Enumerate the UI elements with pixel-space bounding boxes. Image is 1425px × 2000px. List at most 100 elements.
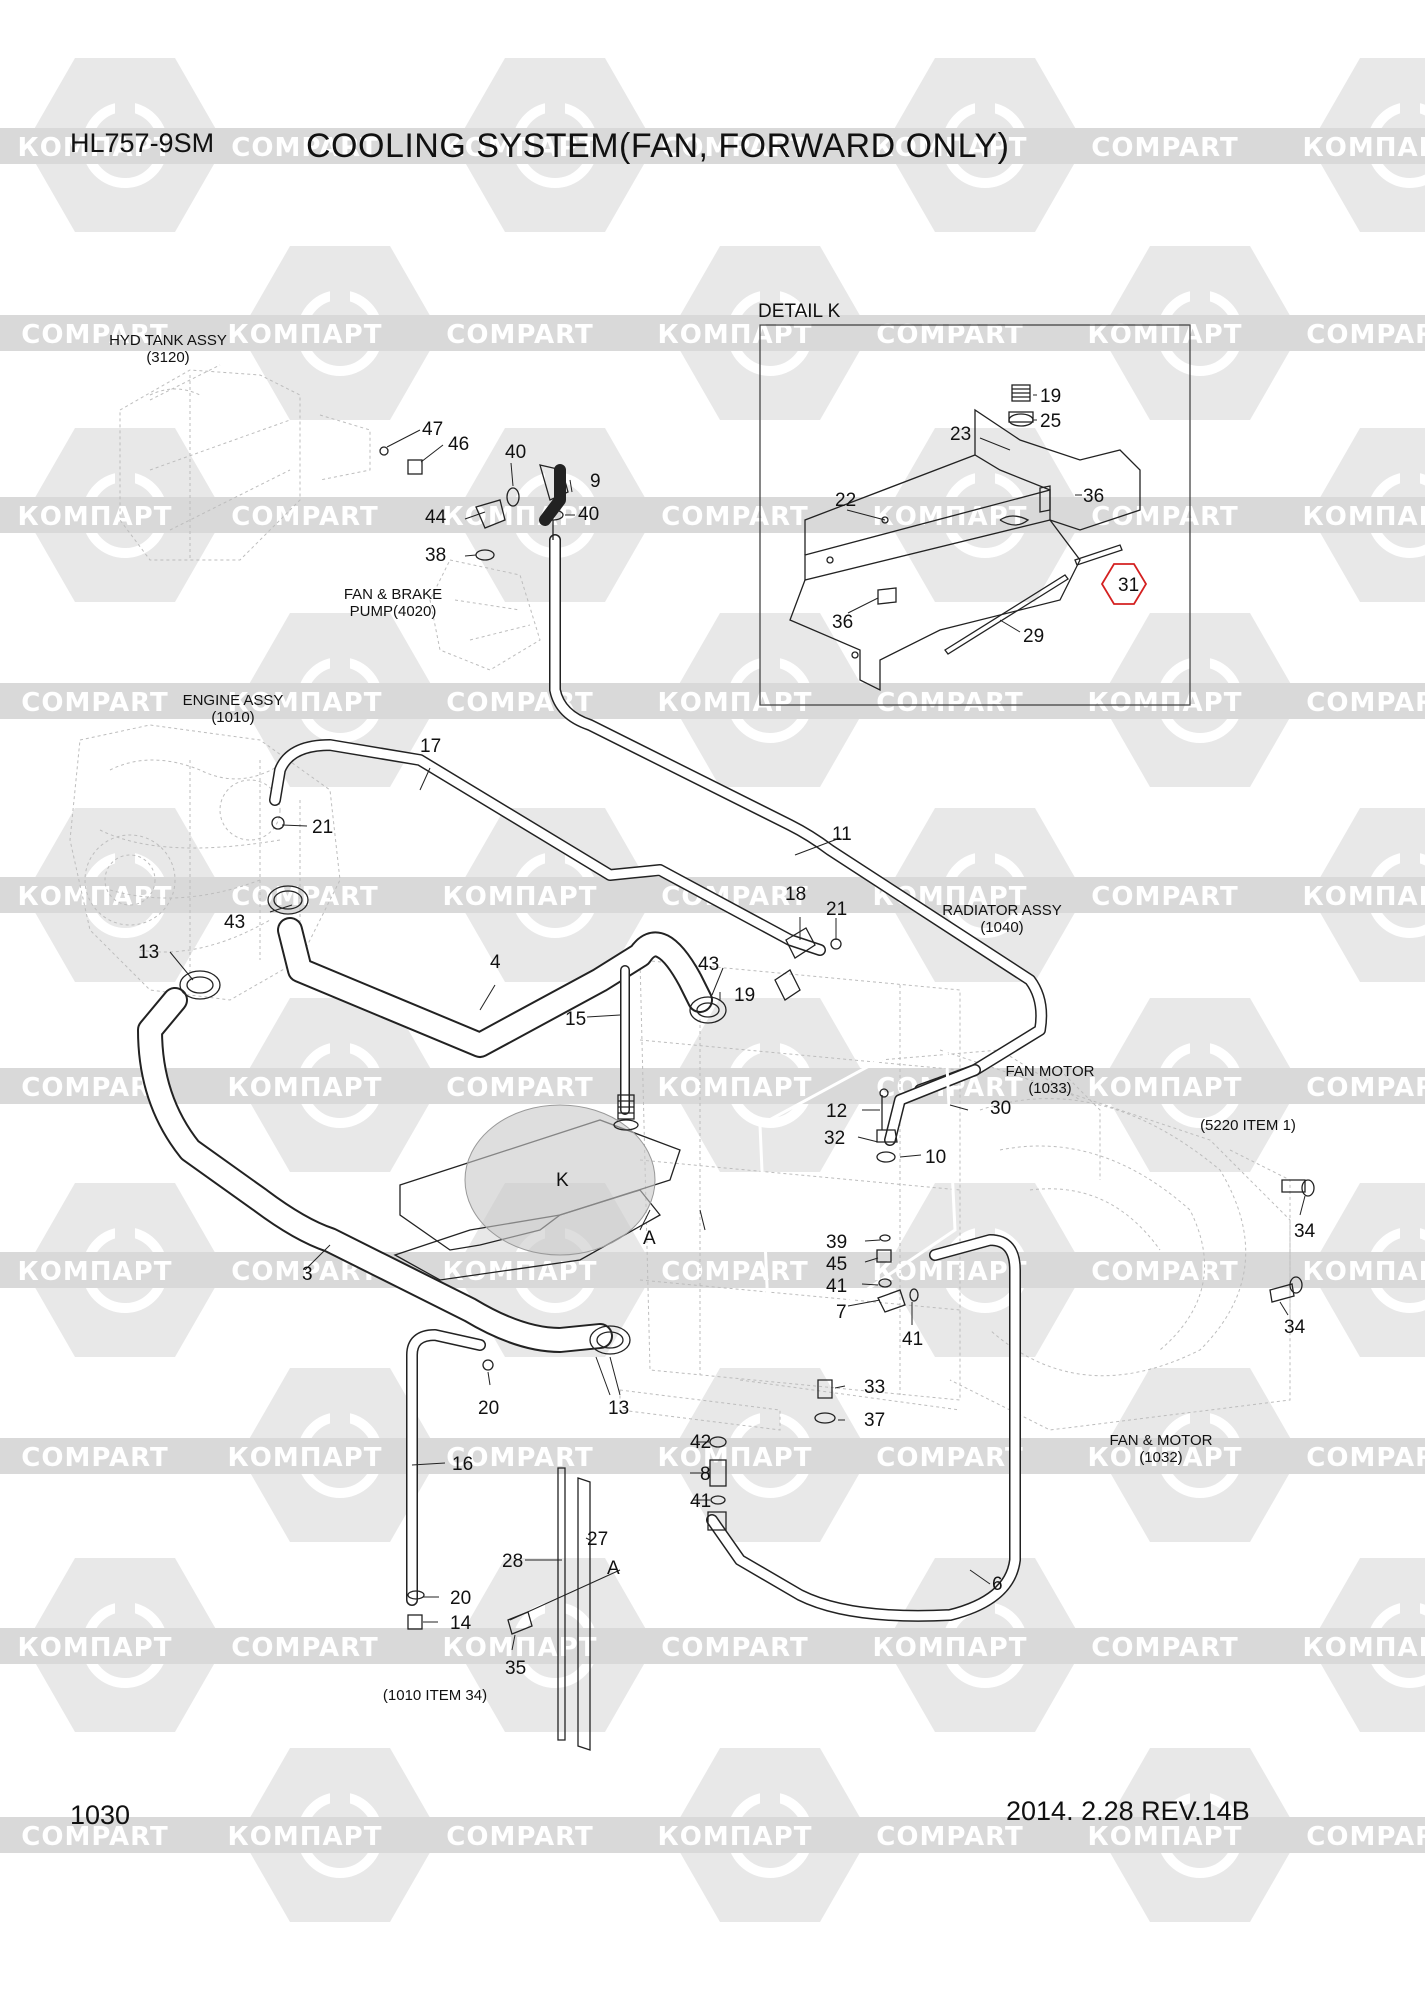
- part-callout: 37: [864, 1410, 885, 1431]
- label-item-5220: (5220 ITEM 1): [1200, 1117, 1296, 1134]
- label-radiator: RADIATOR ASSY: [942, 902, 1061, 919]
- part-callout: 22: [835, 490, 856, 511]
- part-callout: 45: [826, 1254, 847, 1275]
- watermark-text: КОМПАРТ: [443, 1633, 598, 1663]
- label-hyd-tank-ref: (3120): [146, 349, 189, 366]
- watermark-text: КОМПАРТ: [443, 882, 598, 912]
- part-callout: 43: [698, 954, 719, 975]
- part-callout: 44: [425, 507, 447, 528]
- watermark-text: COMPART: [21, 1822, 168, 1852]
- watermark-text: COMPART: [446, 1073, 593, 1103]
- engine-ghost: [69, 724, 341, 1001]
- part-callout: 21: [312, 817, 333, 838]
- part-callout: 13: [138, 942, 159, 963]
- part-callout: 34: [1294, 1221, 1316, 1242]
- watermark-text: КОМПАРТ: [228, 1443, 383, 1473]
- page-number: 1030: [70, 1800, 131, 1830]
- part-callout: 11: [832, 824, 852, 845]
- revision-date: 2014. 2.28 REV.14B: [1006, 1796, 1250, 1826]
- watermark-text: КОМПАРТ: [443, 1257, 598, 1287]
- label-engine: ENGINE ASSY: [183, 692, 284, 709]
- detail-k-title: DETAIL K: [758, 301, 841, 322]
- part-callout: 38: [425, 545, 446, 566]
- part-callout: 41: [902, 1329, 923, 1350]
- watermark-text: COMPART: [661, 133, 808, 163]
- part-callout: 20: [450, 1588, 471, 1609]
- part-callout: 4: [490, 952, 501, 973]
- watermark-text: COMPART: [876, 1822, 1023, 1852]
- label-fan-brake-pump-ref: PUMP(4020): [350, 603, 437, 620]
- section-a-lower: A: [607, 1558, 620, 1579]
- part-callout: 36: [1083, 486, 1104, 507]
- watermark-text: COMPART: [231, 1633, 378, 1663]
- label-fan-brake-pump: FAN & BRAKE: [344, 586, 442, 603]
- watermark-text: КОМПАРТ: [658, 1822, 813, 1852]
- part-callout: 40: [505, 442, 526, 463]
- part-callout: 9: [590, 471, 601, 492]
- part-callout: 36: [832, 612, 853, 633]
- watermark-text: КОМПАРТ: [658, 688, 813, 718]
- part-callout: 33: [864, 1377, 885, 1398]
- watermark-text: КОМПАРТ: [228, 1073, 383, 1103]
- watermark-text: COMPART: [446, 320, 593, 350]
- watermark-text: КОМПАРТ: [18, 1257, 173, 1287]
- watermark-text: КОМПАРТ: [658, 1443, 813, 1473]
- watermark-text: COMPART: [1091, 882, 1238, 912]
- watermark-text: КОМПАРТ: [18, 1633, 173, 1663]
- part-callout: 39: [826, 1232, 847, 1253]
- highlight-part-31: [1100, 563, 1148, 605]
- watermark-text: COMPART: [1306, 688, 1425, 718]
- watermark-text: COMPART: [1091, 133, 1238, 163]
- hyd-tank-ghost: [119, 364, 371, 561]
- part-callout: 41: [690, 1491, 711, 1512]
- part-callout: 23: [950, 424, 971, 445]
- label-fan-motor: FAN MOTOR: [1006, 1063, 1095, 1080]
- watermark-text: КОМПАРТ: [1088, 1073, 1243, 1103]
- detail-k-box: [759, 324, 1191, 706]
- watermark-text: COMPART: [231, 133, 378, 163]
- watermark-text: КОМПАРТ: [1303, 1257, 1425, 1287]
- watermark-text: КОМПАРТ: [873, 1257, 1028, 1287]
- part-callout: 47: [422, 419, 443, 440]
- watermark-text: COMPART: [876, 1443, 1023, 1473]
- label-item-1010-34: (1010 ITEM 34): [383, 1687, 487, 1704]
- part-callout: 35: [505, 1658, 526, 1679]
- label-engine-ref: (1010): [211, 709, 254, 726]
- part-callout: 14: [450, 1613, 472, 1634]
- watermark-text: COMPART: [661, 502, 808, 532]
- watermark-text: COMPART: [21, 1443, 168, 1473]
- watermark-text: COMPART: [231, 882, 378, 912]
- part-callout: 31: [1118, 575, 1139, 596]
- watermark-text: COMPART: [21, 320, 168, 350]
- watermark-text: COMPART: [1091, 502, 1238, 532]
- label-fan-motor-ref: (1033): [1028, 1080, 1071, 1097]
- part-callout: 15: [565, 1009, 586, 1030]
- watermark-text: КОМПАРТ: [1303, 882, 1425, 912]
- watermark-text: КОМПАРТ: [1088, 688, 1243, 718]
- part-callout: 19: [1040, 386, 1061, 407]
- watermark-text: COMPART: [1306, 1073, 1425, 1103]
- part-callout: 43: [224, 912, 245, 933]
- part-callout: 28: [502, 1551, 523, 1572]
- watermark-text: COMPART: [661, 1257, 808, 1287]
- watermark-text: COMPART: [1306, 1443, 1425, 1473]
- watermark-text: COMPART: [21, 688, 168, 718]
- part-callout: 3: [302, 1264, 313, 1285]
- watermark-text: КОМПАРТ: [658, 1073, 813, 1103]
- watermark-text: КОМПАРТ: [1303, 1633, 1425, 1663]
- part-callout: 42: [690, 1432, 711, 1453]
- detail-k-marker: K: [556, 1170, 569, 1191]
- part-callout: 16: [452, 1454, 473, 1475]
- part-callout: 32: [824, 1128, 845, 1149]
- part-callout: 41: [826, 1276, 847, 1297]
- part-callout: 20: [478, 1398, 499, 1419]
- watermark-text: COMPART: [1306, 320, 1425, 350]
- label-hyd-tank: HYD TANK ASSY: [109, 332, 227, 349]
- watermark-text: КОМПАРТ: [1303, 133, 1425, 163]
- part-callout: 21: [826, 899, 847, 920]
- watermark-text: КОМПАРТ: [18, 133, 173, 163]
- model-number: HL757-9SM: [70, 128, 215, 158]
- part-callout: 34: [1284, 1317, 1306, 1338]
- guard-plate: [393, 1104, 681, 1281]
